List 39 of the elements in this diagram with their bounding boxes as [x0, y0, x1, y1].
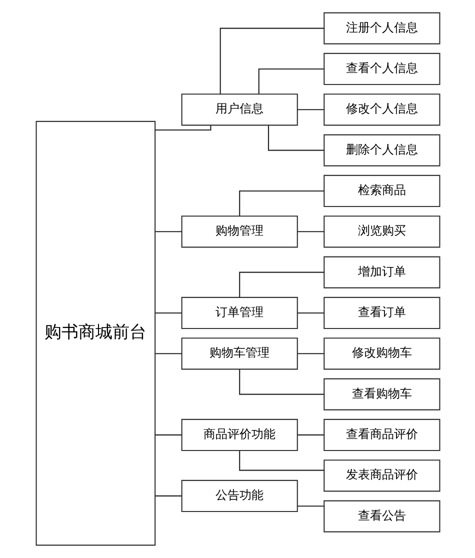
node-box: 订单管理	[180, 296, 298, 330]
connector	[297, 434, 324, 436]
node-box: 浏览购买	[323, 216, 440, 248]
connector	[154, 231, 182, 232]
node-box: 查看个人信息	[323, 52, 440, 86]
node-box: 公告功能	[180, 480, 298, 512]
node-box: 查看订单	[323, 296, 440, 330]
node-box: 修改个人信息	[323, 94, 440, 126]
node-box: 发表商品评价	[323, 460, 440, 492]
node-box: 商品评价功能	[180, 418, 298, 452]
node-box: 查看公告	[323, 500, 440, 532]
connector	[154, 312, 182, 314]
connector	[267, 125, 324, 151]
connector	[154, 353, 182, 354]
node-box: 检索商品	[323, 174, 440, 208]
connector	[238, 450, 324, 471]
connector	[154, 495, 182, 496]
connector	[258, 68, 324, 94]
node-box: 用户信息	[180, 94, 298, 126]
node-box: 增加订单	[323, 256, 440, 288]
node-box: 查看购物车	[323, 378, 440, 410]
node-box: 购物车管理	[180, 338, 298, 370]
connector	[238, 190, 324, 216]
node-box: 修改购物车	[323, 338, 440, 370]
node-box: 注册个人信息	[323, 12, 440, 44]
connector	[297, 353, 324, 354]
connector	[297, 506, 324, 507]
connector	[238, 272, 324, 298]
connector	[297, 312, 324, 314]
connector	[154, 125, 211, 131]
connector	[297, 231, 324, 232]
node-box: 删除个人信息	[323, 134, 440, 166]
connector	[297, 109, 324, 110]
connector	[154, 434, 182, 436]
node-box: 购书商城前台	[35, 120, 156, 546]
connector	[219, 28, 324, 94]
connector	[238, 369, 324, 395]
node-box: 购物管理	[180, 216, 298, 248]
node-box: 查看商品评价	[323, 418, 440, 452]
